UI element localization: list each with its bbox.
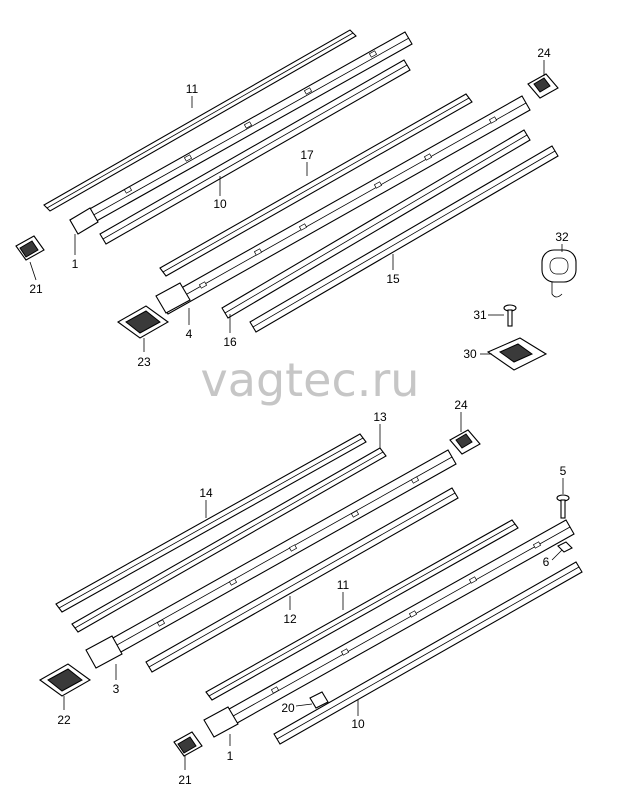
clip-24-top [527,73,559,99]
callout-32-top: 32 [555,230,569,244]
rail-10-bottom [273,561,583,745]
screw-5 [556,494,570,519]
bracket-30 [486,337,548,371]
callout-3-bottom: 3 [113,682,120,696]
rail-11-top [43,29,357,212]
callout-20-bottom: 20 [281,701,295,715]
callout-14-bottom: 14 [199,486,213,500]
end-cap-22 [38,663,92,697]
callout-6-bottom: 6 [543,555,550,569]
callout-10-bottom: 10 [351,717,365,731]
rail-4-top [155,95,531,315]
callout-1-bottom: 1 [227,749,234,763]
callout-17-top: 17 [300,148,314,162]
rail-13-bottom [71,447,387,633]
callout-11-bottom: 11 [337,578,350,592]
rail-1-top [69,31,413,235]
callout-23-top: 23 [137,355,151,369]
callout-4-top: 4 [186,327,193,341]
rail-15-top [249,145,559,333]
callout-11-top: 11 [186,82,199,96]
callout-13-bottom: 13 [373,410,387,424]
callout-16-top: 16 [223,335,237,349]
callout-12-bottom: 12 [283,612,297,626]
end-cap-21-bottom [173,731,203,757]
rail-3-bottom [85,449,457,669]
screw-31 [503,304,517,327]
callout-31-top: 31 [473,308,487,322]
callout-24-top: 24 [537,46,551,60]
rail-12-bottom [145,487,459,673]
callout-1-top: 1 [72,257,79,271]
rail-11-bottom [205,519,519,701]
clip-24-bottom [449,429,481,455]
rail-10-top [99,59,411,245]
clip-20 [309,691,329,709]
leaders-top [29,60,563,355]
rail-1-bottom [203,519,575,738]
callout-24-bottom: 24 [454,398,468,412]
callout-5-bottom: 5 [560,464,567,478]
watermark-text: vagtec.ru [201,353,420,407]
rail-16-top [221,129,531,319]
leaders-bottom [63,412,564,770]
callout-22-bottom: 22 [57,713,71,727]
callout-15-top: 15 [386,272,400,286]
rail-14-bottom [55,433,367,613]
callout-10-top: 10 [213,197,227,211]
end-cap-23 [116,305,170,339]
ring-clip-32 [541,249,577,298]
callout-21-bottom: 21 [178,773,192,787]
callout-30-top: 30 [463,347,477,361]
callout-21-top: 21 [29,282,43,296]
end-cap-21-top [15,235,45,261]
rail-17-top [159,93,473,277]
nut-6 [557,541,573,553]
